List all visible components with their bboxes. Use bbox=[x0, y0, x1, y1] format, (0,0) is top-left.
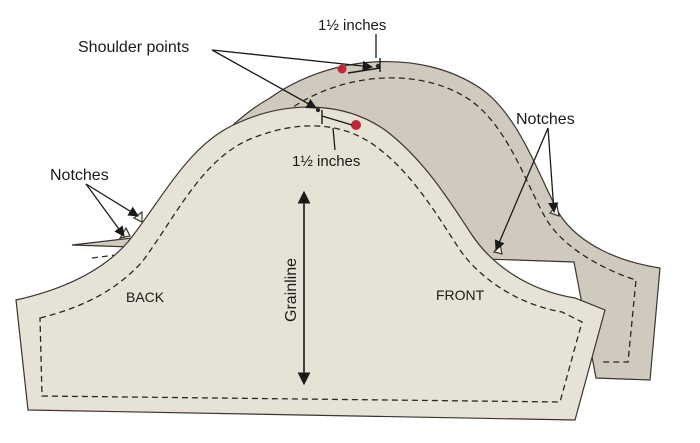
leader-notch-right-1 bbox=[494, 127, 549, 251]
leader-shoulder-2 bbox=[211, 49, 317, 109]
grainline-label: Grainline bbox=[283, 258, 300, 322]
shoulder-dot-bottom bbox=[315, 107, 321, 113]
back-label: BACK bbox=[126, 289, 165, 305]
pin-marker-top bbox=[337, 64, 347, 74]
shoulder-points-label: Shoulder points bbox=[78, 39, 189, 56]
measure-tick-bottom bbox=[321, 110, 353, 126]
front-piece-outline bbox=[15, 106, 606, 421]
notch-back-2 bbox=[132, 210, 143, 223]
leader-notch-left-1 bbox=[85, 183, 125, 237]
measure-label-bottom: 1½ inches bbox=[292, 153, 360, 170]
notches-label-right: Notches bbox=[516, 111, 575, 128]
front-piece-seam bbox=[39, 125, 583, 403]
leader-shoulder-1 bbox=[211, 49, 374, 72]
pin-marker-bottom bbox=[351, 120, 361, 130]
shoulder-dot-top bbox=[375, 63, 381, 69]
leader-lines bbox=[85, 34, 559, 251]
front-label: FRONT bbox=[436, 287, 485, 303]
leader-notch-left-2 bbox=[85, 183, 139, 217]
leader-notch-right-2 bbox=[547, 127, 559, 214]
notches-label-left: Notches bbox=[50, 167, 109, 184]
measure-label-top: 1½ inches bbox=[318, 17, 386, 34]
leader-measure-bottom bbox=[332, 127, 336, 151]
front-pattern-piece bbox=[15, 106, 606, 421]
